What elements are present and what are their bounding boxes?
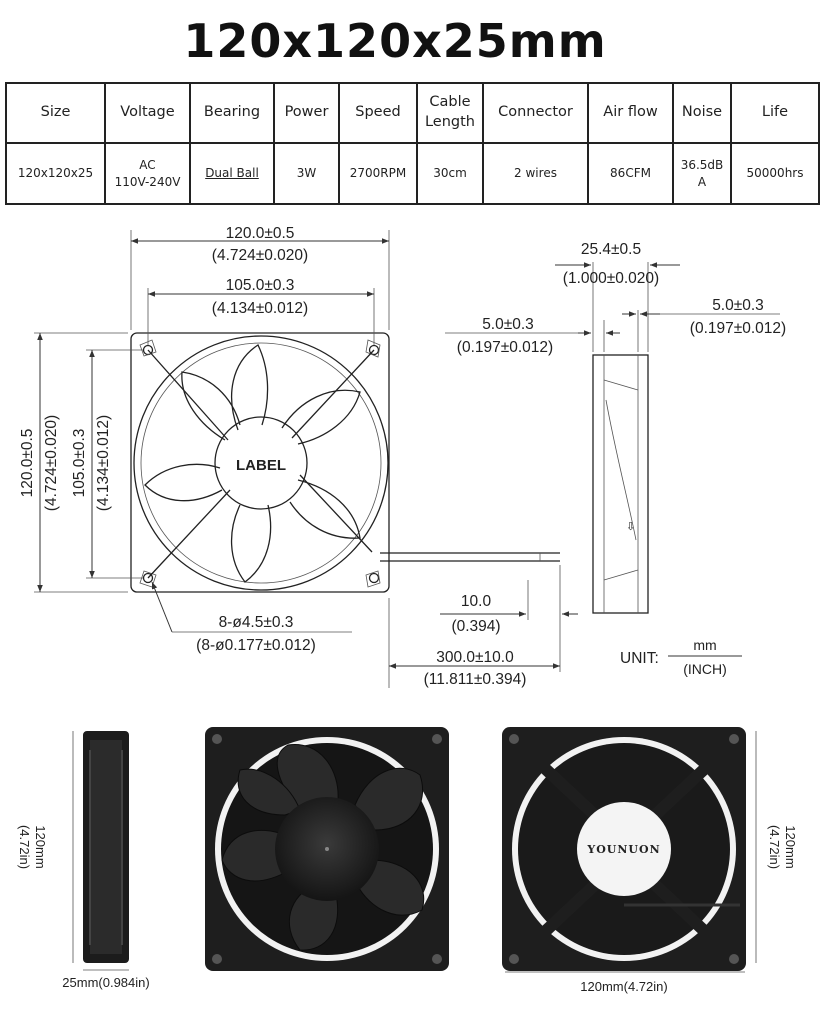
fan-frame-outline	[130, 332, 390, 593]
side-arrow-glyph: ⇩	[626, 521, 635, 533]
dim-height-outer-in: (4.724±0.020)	[43, 415, 60, 511]
unit-mm: mm	[693, 637, 716, 653]
spec-header-speed: Speed	[338, 82, 418, 144]
dimension-hole-diameter: 8-ø4.5±0.3 (8-ø0.177±0.012)	[151, 581, 352, 654]
back-photo-width: 120mm(4.72in)	[580, 979, 667, 994]
dim-cable-length: 300.0±10.0	[436, 649, 514, 666]
dim-depth-in: (1.000±0.020)	[563, 270, 659, 287]
spec-header-connector: Connector	[482, 82, 589, 144]
spec-value-row: 120x120x25 AC 110V-240V Dual Ball 3W 270…	[5, 142, 820, 205]
spec-value-bearing: Dual Ball	[189, 142, 275, 205]
spec-header-bearing: Bearing	[189, 82, 275, 144]
spec-value-size: 120x120x25	[5, 142, 106, 205]
side-view-drawing: ⇩	[592, 354, 649, 614]
dimension-left: 120.0±0.5 (4.724±0.020) 105.0±0.3 (4.134…	[19, 332, 143, 593]
side-photo-height-in: (4.72in)	[17, 825, 32, 869]
back-photo: YOUNUON 120mm (4.72in) 120mm(4.72in)	[502, 727, 798, 994]
dim-width-hole-in: (4.134±0.012)	[212, 300, 308, 317]
spec-value-voltage: AC 110V-240V	[104, 142, 191, 205]
corner-detail-tr	[365, 339, 381, 358]
dim-flange-left-in: (0.197±0.012)	[457, 339, 553, 356]
spec-header-row: Size Voltage Bearing Power Speed Cable L…	[5, 82, 820, 144]
hub-label-text: LABEL	[236, 457, 286, 474]
spec-header-noise: Noise	[672, 82, 732, 144]
side-frame-outline	[592, 354, 649, 614]
dim-hole-dia: 8-ø4.5±0.3	[219, 614, 294, 631]
spoke-tr	[291, 349, 375, 439]
dim-height-hole: 105.0±0.3	[71, 429, 88, 498]
dim-width-hole: 105.0±0.3	[226, 277, 295, 294]
fan-blades	[144, 344, 361, 583]
dimension-side: 25.4±0.5 (1.000±0.020) 5.0±0.3 (0.197±0.…	[445, 241, 786, 356]
back-photo-height: 120mm	[783, 825, 798, 868]
spec-header-power: Power	[273, 82, 340, 144]
side-photo-height: 120mm	[33, 825, 48, 868]
spec-header-air-flow: Air flow	[587, 82, 674, 144]
front-photo	[205, 727, 449, 971]
spec-value-noise: 36.5dB A	[672, 142, 732, 205]
dimension-top: 120.0±0.5 (4.724±0.020) 105.0±0.3 (4.134…	[130, 225, 390, 345]
spec-value-power: 3W	[273, 142, 340, 205]
mount-hole-tr	[368, 344, 380, 356]
spec-table: Size Voltage Bearing Power Speed Cable L…	[5, 82, 820, 205]
side-photo-depth: 25mm(0.984in)	[62, 975, 149, 990]
fan-shroud-circle	[133, 335, 389, 591]
hub-label-circle	[214, 416, 308, 510]
corner-detail-br	[365, 570, 381, 588]
page-title: 120x120x25mm	[183, 14, 607, 68]
dim-cable-end-in: (0.394)	[451, 618, 500, 635]
spec-header-size: Size	[5, 82, 106, 144]
dim-flange-right-in: (0.197±0.012)	[690, 320, 786, 337]
spec-header-life: Life	[730, 82, 820, 144]
back-photo-height-in: (4.72in)	[767, 825, 782, 869]
dim-hole-dia-in: (8-ø0.177±0.012)	[196, 637, 316, 654]
spoke-bl	[147, 489, 231, 579]
dim-height-hole-in: (4.134±0.012)	[95, 415, 112, 511]
dim-depth: 25.4±0.5	[581, 241, 641, 258]
spoke-tl	[147, 349, 229, 441]
dimension-cable: 10.0 (0.394) 300.0±10.0 (11.811±0.394)	[388, 565, 578, 688]
mount-hole-br	[368, 572, 380, 584]
dim-width-outer-in: (4.724±0.020)	[212, 247, 308, 264]
fan-shroud-inner	[140, 342, 382, 584]
mount-hole-bl	[142, 572, 154, 584]
unit-inch: (INCH)	[683, 661, 727, 677]
dim-cable-end: 10.0	[461, 593, 492, 610]
dim-cable-length-in: (11.811±0.394)	[424, 671, 527, 688]
back-photo-label	[577, 802, 671, 896]
corner-detail-bl	[139, 570, 157, 588]
dim-flange-right: 5.0±0.3	[712, 297, 764, 314]
spec-value-life: 50000hrs	[730, 142, 820, 205]
spoke-br-wire	[299, 474, 373, 553]
dim-width-outer: 120.0±0.5	[226, 225, 295, 242]
dim-height-outer: 120.0±0.5	[19, 429, 36, 498]
spec-value-cable-length: 30cm	[416, 142, 484, 205]
back-photo-spokes	[515, 740, 735, 960]
unit-label: UNIT:	[620, 650, 659, 667]
dim-flange-left: 5.0±0.3	[482, 316, 534, 333]
back-photo-brand: YOUNUON	[586, 843, 660, 856]
front-view-drawing: LABEL	[130, 332, 560, 593]
spec-header-cable-length: Cable Length	[416, 82, 484, 144]
spec-value-connector: 2 wires	[482, 142, 589, 205]
unit-legend: UNIT: mm (INCH)	[620, 637, 742, 677]
spec-value-speed: 2700RPM	[338, 142, 418, 205]
side-photo: 120mm (4.72in) 25mm(0.984in)	[17, 731, 150, 990]
spec-header-voltage: Voltage	[104, 82, 191, 144]
spec-value-air-flow: 86CFM	[587, 142, 674, 205]
